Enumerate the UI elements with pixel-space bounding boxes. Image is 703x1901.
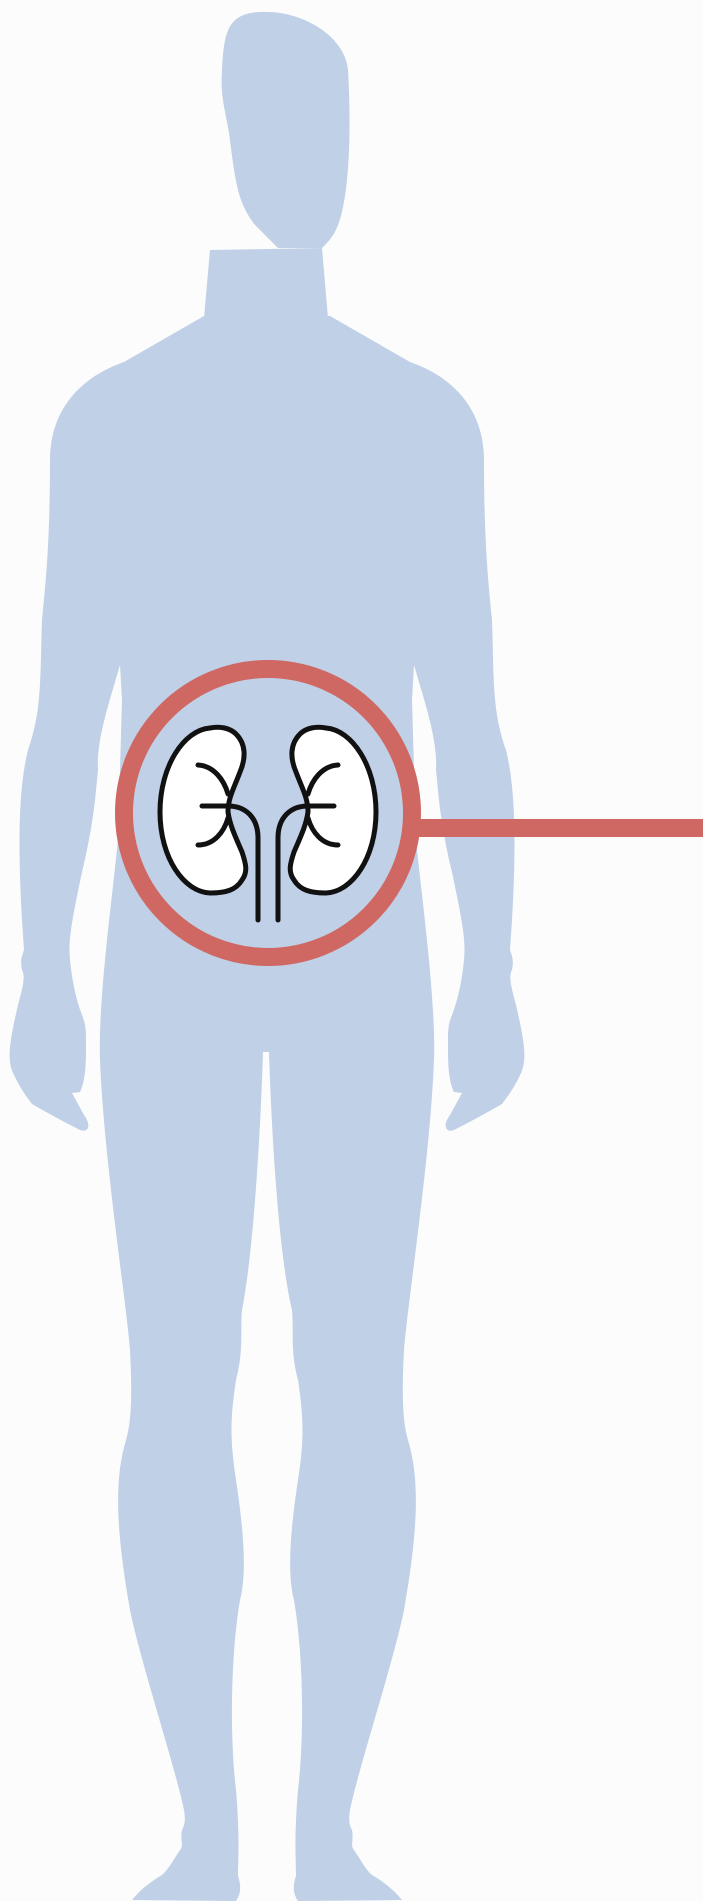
head: [222, 12, 350, 248]
torso: [10, 316, 525, 1901]
neck: [204, 248, 328, 318]
callout-line: [412, 819, 703, 837]
